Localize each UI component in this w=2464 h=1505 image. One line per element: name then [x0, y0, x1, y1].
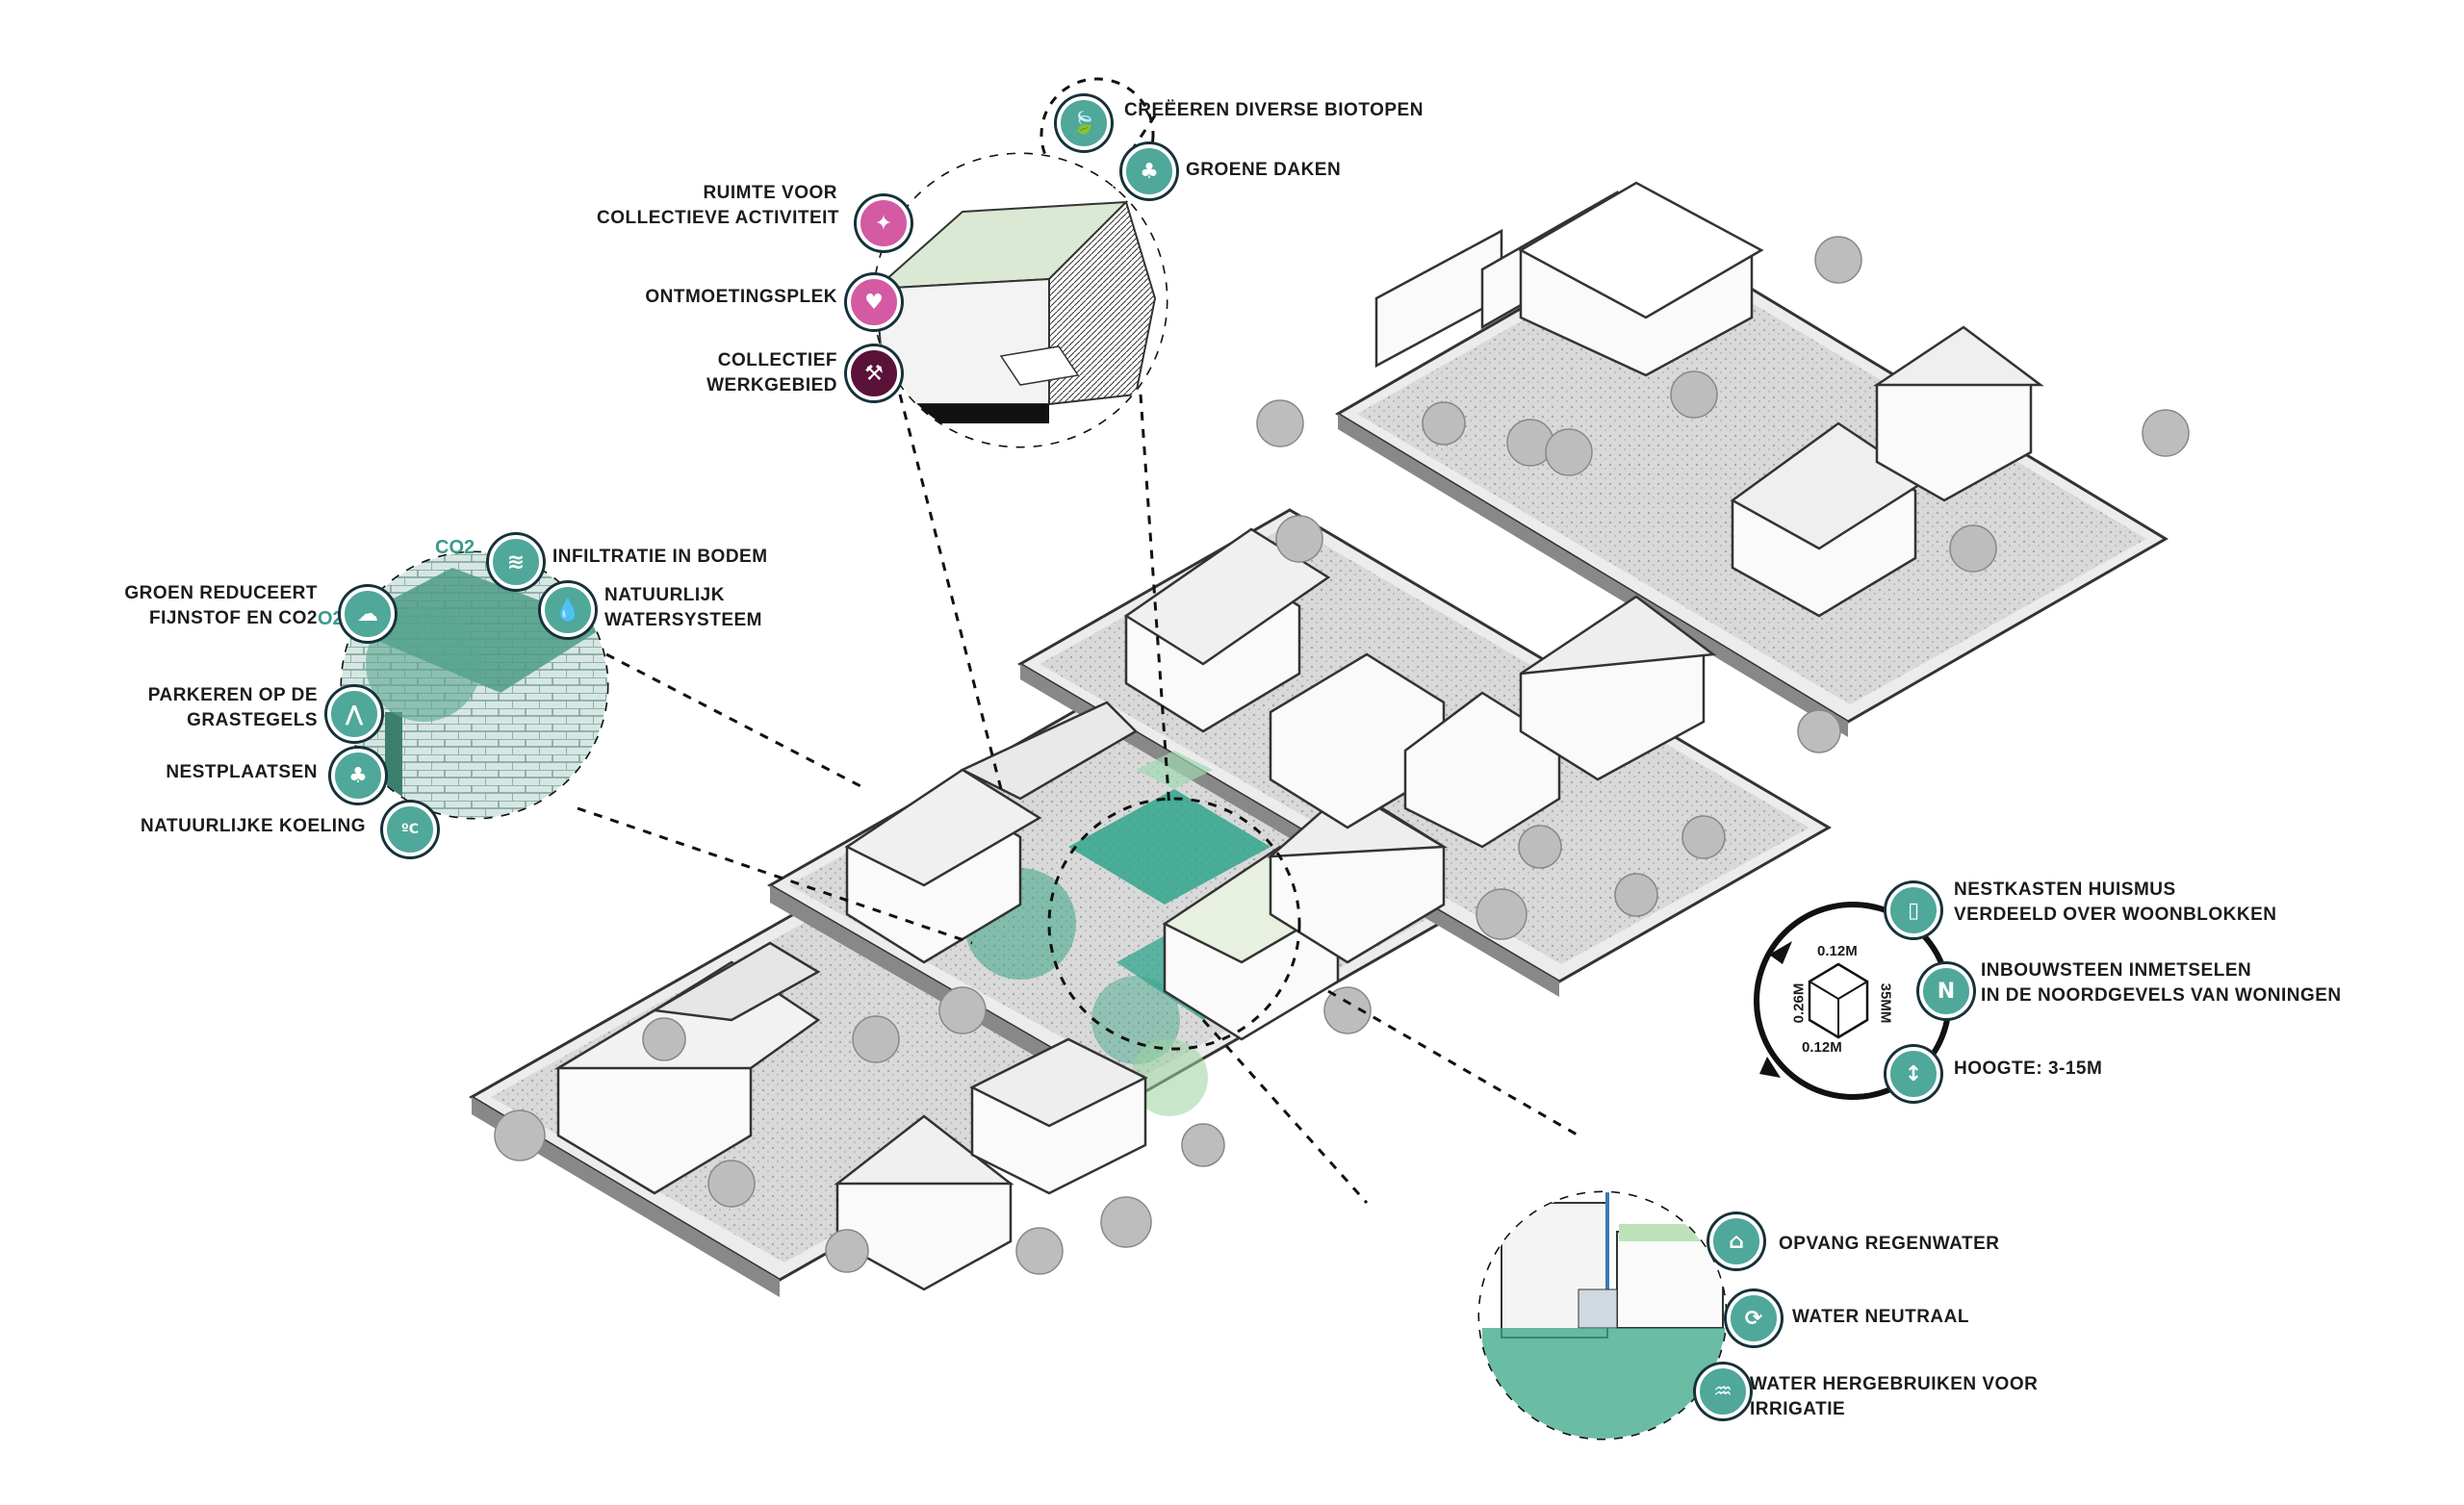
label-koeling: NATUURLIJKE KOELING: [141, 816, 366, 836]
nestbox-cycle-diagram: [1754, 902, 1952, 1100]
tree-icon: ♣: [331, 749, 385, 803]
trees: [494, 236, 2190, 1275]
label-biotopen: CREËEREN DIVERSE BIOTOPEN: [1124, 100, 1424, 120]
compass-icon: N: [1919, 964, 1973, 1018]
cloud-icon: ☁: [341, 587, 395, 641]
o2-annotation: O2: [318, 608, 344, 629]
dim-top: 0.12M: [1817, 943, 1858, 959]
label-nestplaatsen: NESTPLAATSEN: [166, 762, 318, 782]
tools-icon: ⚒: [847, 346, 901, 400]
zoom-green-parking: [342, 552, 607, 818]
nest-box-icon: ▯: [1886, 883, 1940, 937]
temperature-icon: ºC: [383, 803, 437, 856]
label-ontmoetingsplek: ONTMOETINGSPLEK: [645, 287, 837, 307]
label-infiltratie: INFILTRATIE IN BODEM: [552, 547, 768, 567]
zoom-collective-pavilion: [874, 154, 1167, 446]
dim-right: 35MM: [1877, 982, 1894, 1024]
zoom-rainwater-house: [1479, 1192, 1726, 1439]
label-hoogte: HOOGTE: 3-15M: [1954, 1059, 2103, 1079]
co2-annotation: CO2: [435, 537, 475, 558]
tree-icon: ♣: [1122, 144, 1176, 198]
water-drop-icon: 💧: [541, 583, 595, 637]
block-top-right: [1335, 229, 2169, 737]
house-icon: ⌂: [1709, 1214, 1763, 1268]
watering-can-icon: ♒: [1696, 1365, 1750, 1418]
houses: [553, 181, 2044, 1291]
infiltration-icon: ≋: [489, 535, 543, 589]
heart-icon: ♥: [847, 275, 901, 329]
dim-left: 0.26M: [1790, 982, 1808, 1024]
leaf-icon: 🍃: [1057, 96, 1111, 150]
cycle-icon: ⟳: [1727, 1291, 1781, 1345]
label-regenwater: OPVANG REGENWATER: [1779, 1234, 2000, 1254]
label-neutraal: WATER NEUTRAAL: [1792, 1307, 1969, 1327]
height-icon: ↕: [1886, 1047, 1940, 1101]
person-icon: ✦: [857, 196, 911, 250]
dim-bottom: 0.12M: [1802, 1039, 1842, 1056]
label-groene-daken: GROENE DAKEN: [1186, 160, 1342, 180]
grass-icon: ⋀: [327, 687, 381, 741]
